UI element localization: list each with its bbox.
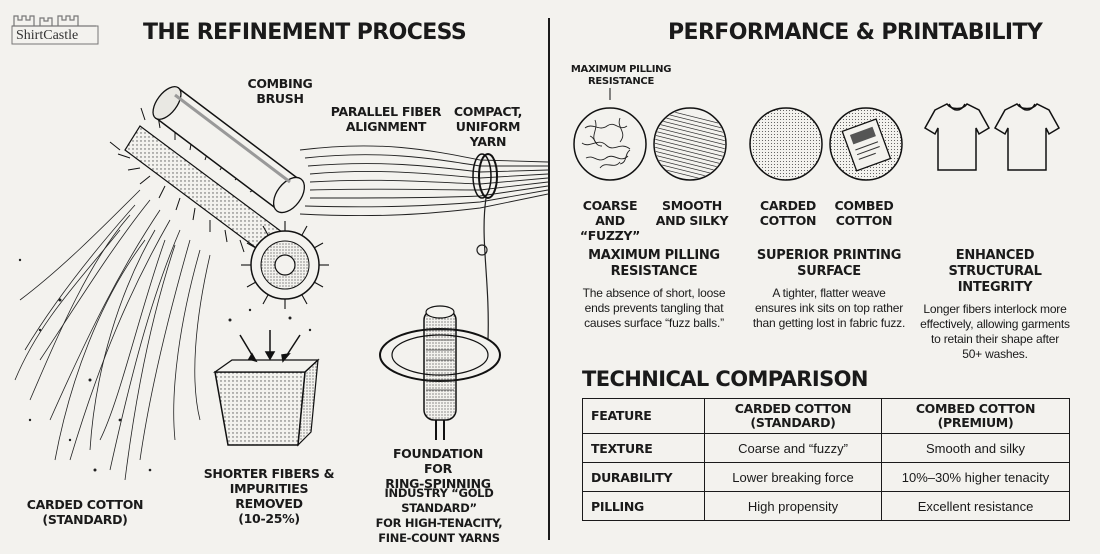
cell-combed: Smooth and silky: [881, 433, 1070, 463]
impurity-specks: [18, 258, 152, 472]
label-carded-cotton: CARDED COTTON(STANDARD): [26, 497, 144, 527]
coarse-fiber-icon: [573, 107, 647, 181]
spinning-bobbin: [379, 305, 501, 440]
waste-bin: [212, 308, 320, 447]
table-row: TEXTURE Coarse and “fuzzy” Smooth and si…: [582, 433, 1070, 463]
spiked-roller: [109, 107, 329, 309]
table-row: PILLING High propensity Excellent resist…: [582, 491, 1070, 521]
tshirt-icon-combed: [993, 103, 1060, 171]
comparison-title: TECHNICAL COMPARISON: [582, 367, 868, 391]
table-header-row: FEATURE CARDED COTTON(STANDARD) COMBED C…: [582, 398, 1070, 434]
header-feature: FEATURE: [582, 398, 705, 434]
left-title: THE REFINEMENT PROCESS: [143, 20, 467, 45]
cell-carded: Lower breaking force: [704, 462, 882, 492]
header-combed: COMBED COTTON(PREMIUM): [881, 398, 1070, 434]
label-compact-yarn: COMPACT,UNIFORM YARN: [453, 104, 523, 149]
cell-carded: High propensity: [704, 491, 882, 521]
cell-feature: PILLING: [582, 491, 705, 521]
combing-brush: [152, 86, 306, 214]
cell-carded: Coarse and “fuzzy”: [704, 433, 882, 463]
tshirt-icon-carded: [923, 103, 991, 171]
smooth-fiber-icon: [653, 107, 727, 181]
label-shorter-fibers: SHORTER FIBERS &IMPURITIES REMOVED(10-25…: [203, 466, 335, 526]
combed-print-icon: [829, 107, 903, 181]
right-title: PERFORMANCE & PRINTABILITY: [668, 20, 1043, 45]
cell-feature: TEXTURE: [582, 433, 705, 463]
cell-combed: Excellent resistance: [881, 491, 1070, 521]
header-carded: CARDED COTTON(STANDARD): [704, 398, 882, 434]
comparison-table: FEATURE CARDED COTTON(STANDARD) COMBED C…: [582, 398, 1070, 521]
fabric-icons: [573, 88, 1060, 181]
combing-illustration: [14, 86, 548, 481]
cell-feature: DURABILITY: [582, 462, 705, 492]
carded-fabric-icon: [749, 107, 823, 181]
parallel-fibers: [299, 145, 548, 217]
cell-combed: 10%–30% higher tenacity: [881, 462, 1070, 492]
loose-fibers: [14, 189, 211, 481]
brand-logo: ShirtCastle: [10, 10, 102, 46]
table-row: DURABILITY Lower breaking force 10%–30% …: [582, 462, 1070, 492]
label-gold-standard: INDUSTRY “GOLD STANDARD”FOR HIGH-TENACIT…: [375, 486, 503, 545]
castle-icon: [11, 15, 99, 45]
brand-name: ShirtCastle: [16, 28, 79, 43]
center-divider: [548, 18, 550, 540]
